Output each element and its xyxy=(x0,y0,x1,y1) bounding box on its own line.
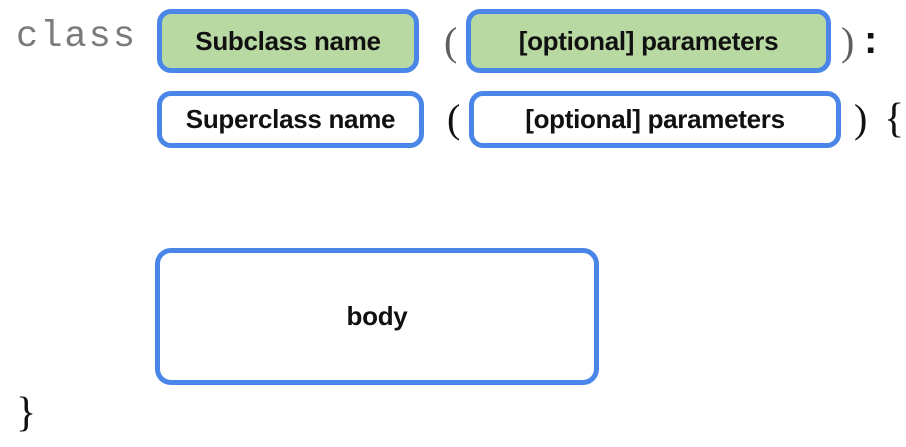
superclass-parameters-box[interactable]: [optional] parameters xyxy=(469,91,841,148)
subclass-close-paren: ) xyxy=(841,19,855,64)
keyword-class: class xyxy=(16,16,138,58)
superclass-open-paren: ( xyxy=(447,96,461,141)
subclass-open-paren: ( xyxy=(444,19,458,64)
superclass-name-box[interactable]: Superclass name xyxy=(157,91,424,148)
body-label: body xyxy=(346,301,408,331)
body-close-brace: } xyxy=(16,390,37,436)
superclass-close-paren: ) xyxy=(854,96,868,141)
subclass-name-box[interactable]: Subclass name xyxy=(157,9,419,73)
body-open-brace: { xyxy=(884,96,905,142)
subclass-parameters-label: [optional] parameters xyxy=(518,25,779,56)
superclass-name-label: Superclass name xyxy=(185,104,396,134)
superclass-parameters-label: [optional] parameters xyxy=(525,104,785,134)
body-box[interactable]: body xyxy=(155,248,599,385)
subclass-colon: : xyxy=(864,18,878,62)
subclass-parameters-box[interactable]: [optional] parameters xyxy=(466,9,831,73)
subclass-name-label: Subclass name xyxy=(195,25,381,56)
